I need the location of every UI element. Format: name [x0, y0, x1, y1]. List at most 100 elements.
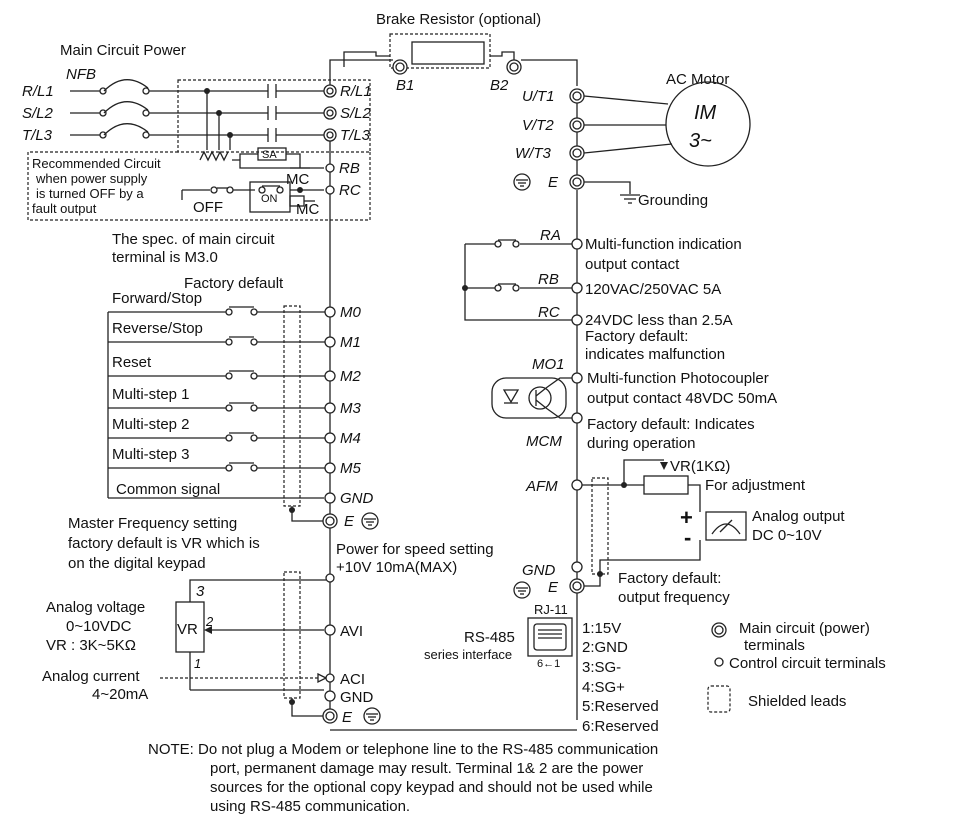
input-terminal-label: M1 [340, 334, 361, 351]
afm-gnd: GND [522, 562, 556, 579]
photo-line-4: during operation [587, 435, 695, 452]
drive-terminal-s: S/L2 [340, 105, 372, 122]
terminal-gnd-inputs [324, 492, 336, 504]
afm-e: E [548, 579, 559, 596]
drive-right-top-edge [521, 59, 578, 86]
motor-circle [665, 81, 751, 167]
analog-current-1: Analog current [42, 668, 140, 685]
brake-wire-b2 [490, 51, 515, 60]
recommended-line-3: is turned OFF by a [36, 186, 144, 201]
analog-input-wiring [160, 571, 381, 725]
power-speed-1: Power for speed setting [336, 541, 494, 558]
nfb-breaker [70, 79, 150, 139]
rs485-pin-1: 1:15V [582, 620, 621, 637]
analog-voltage-2: 0~10VDC [66, 618, 132, 635]
afm-adjust: For adjustment [705, 477, 806, 494]
analog-voltage-1: Analog voltage [46, 599, 145, 616]
photo-line-3: Factory default: Indicates [587, 416, 755, 433]
phase-s: S/L2 [22, 105, 54, 122]
afm-factory-1: Factory default: [618, 570, 721, 587]
relay-line-1: Multi-function indication [585, 236, 742, 253]
phase-r: R/L1 [22, 83, 54, 100]
relay-terminal-rb: RB [538, 271, 559, 288]
rs485-pin-4: 4:SG+ [582, 679, 625, 696]
note-line-1: NOTE: Do not plug a Modem or telephone l… [148, 741, 658, 758]
on-label: ON [261, 193, 278, 205]
spec-note-2: terminal is M3.0 [112, 249, 218, 266]
relay-output [462, 238, 583, 326]
rc-label-left: RC [339, 182, 361, 199]
terminal-e-inputs-inner [325, 516, 335, 526]
photo-terminal-mo1: MO1 [532, 356, 565, 373]
main-power-lines [149, 84, 324, 162]
nfb-label: NFB [66, 66, 96, 83]
input-row: Multi-step 1M3 [108, 386, 361, 417]
terminal-gnd-analog: GND [340, 689, 374, 706]
brake-resistor-box [389, 33, 491, 69]
rs485-pin-mark: 6←1 [537, 658, 560, 670]
relay-line-3: 120VAC/250VAC 5A [585, 281, 721, 298]
inputs-shield-drain [291, 506, 323, 522]
photo-line-1: Multi-function Photocoupler [587, 370, 769, 387]
inputs-shield [283, 305, 301, 507]
drive-input-terminals [323, 84, 337, 142]
legend-control-symbol [714, 657, 724, 667]
sa-label: SA [262, 149, 277, 161]
relay-terminal-ra: RA [540, 227, 561, 244]
afm-terminal: AFM [525, 478, 558, 495]
drive-terminal-t: T/L3 [340, 127, 371, 144]
afm-minus: - [684, 525, 691, 550]
recommended-line-4: fault output [32, 201, 97, 216]
input-terminal-label: M5 [340, 460, 361, 477]
input-terminal-label: M2 [340, 368, 361, 385]
recommended-circuit-box-top [177, 79, 371, 153]
relay-line-5: Factory default: [585, 328, 688, 345]
input-label: Forward/Stop [112, 290, 202, 307]
terminal-aci: ACI [340, 671, 365, 688]
afm-analog-out-2: DC 0~10V [752, 527, 822, 544]
common-terminal-label: GND [340, 490, 374, 507]
input-terminal [324, 462, 336, 474]
note-line-3: sources for the optional copy keypad and… [210, 779, 653, 796]
recommended-circuit-box-bottom [27, 151, 371, 221]
label-b2: B2 [490, 77, 509, 94]
vr-pin-3: 3 [196, 583, 205, 600]
switch-contact [250, 308, 258, 316]
terminal-e-analog: E [342, 709, 353, 726]
mc-label: MC [286, 171, 309, 188]
relay-line-6: indicates malfunction [585, 346, 725, 363]
rj11-port-icon [527, 617, 573, 657]
switch-contact [250, 464, 258, 472]
analog-current-2: 4~20mA [92, 686, 148, 703]
input-terminal [324, 306, 336, 318]
power-speed-2: +10V 10mA(MAX) [336, 559, 457, 576]
grounding-label: Grounding [638, 192, 708, 209]
legend-main-symbol [711, 622, 727, 638]
rs485-sub: series interface [424, 647, 512, 662]
terminal-avi: AVI [340, 623, 363, 640]
brake-resistor-body [411, 41, 485, 65]
legend-shield: Shielded leads [748, 693, 846, 710]
terminal-b1-inner [395, 62, 405, 72]
photocoupler [491, 372, 583, 424]
recommended-circuit-wiring [181, 147, 335, 213]
input-terminal-label: M4 [340, 430, 361, 447]
brake-wire-b1 [343, 51, 390, 67]
switch-contact [225, 464, 233, 472]
drive-terminal-r: R/L1 [340, 83, 372, 100]
motor-terminal-w: W/T3 [515, 145, 551, 162]
relay-line-2: output contact [585, 256, 680, 273]
switch-contact [250, 404, 258, 412]
motor-terminal-v: V/T2 [522, 117, 554, 134]
recommended-line-1: Recommended Circuit [32, 156, 161, 171]
main-power-title: Main Circuit Power [60, 42, 186, 59]
rs485-pin-6: 6:Reserved [582, 718, 659, 735]
relay-line-4: 24VDC less than 2.5A [585, 312, 733, 329]
rs485-rj11: RJ-11 [534, 602, 568, 617]
legend-main-1: Main circuit (power) [739, 620, 870, 637]
phase-t: T/L3 [22, 127, 53, 144]
terminal-b2-inner [509, 62, 519, 72]
motor-terminal-e: E [548, 174, 559, 191]
